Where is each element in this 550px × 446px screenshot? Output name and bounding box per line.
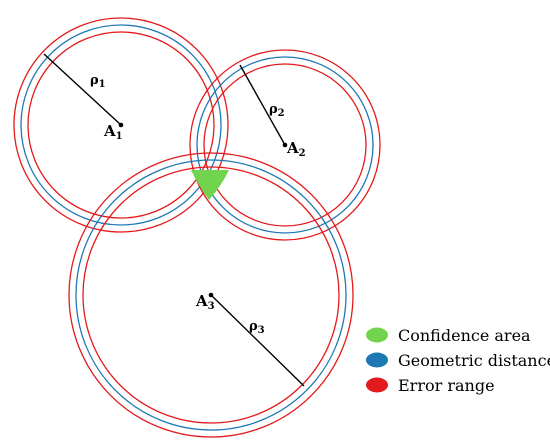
a2-anchor-point — [282, 142, 288, 148]
a3-radius-line — [210, 294, 305, 387]
error-range-swatch — [366, 377, 388, 393]
legend: Confidence area Geometric distance Error… — [366, 326, 550, 395]
a3-label: A3 — [195, 292, 215, 312]
anchor-a1-group — [13, 17, 229, 233]
a3-error-outer-circle — [68, 152, 354, 438]
a1-error-outer-circle — [13, 17, 229, 233]
rho2-label: ρ2 — [269, 102, 285, 119]
confidence-area-triangle — [191, 170, 229, 200]
anchor-a2-group — [189, 49, 381, 241]
a1-anchor-point — [118, 122, 124, 128]
a1-radius-line — [43, 53, 122, 126]
a1-error-inner-circle — [27, 31, 215, 219]
a3-geometric-circle — [75, 159, 347, 431]
a2-radius-line — [239, 64, 286, 146]
confidence-area-swatch — [366, 327, 388, 343]
legend-item-error-range: Error range — [366, 376, 495, 395]
a1-label: A1 — [103, 122, 123, 142]
legend-item-geometric-distance: Geometric distance — [366, 351, 550, 370]
a3-error-inner-circle — [82, 166, 340, 424]
anchor-a3-group — [68, 152, 354, 438]
geometric-distance-swatch — [366, 352, 388, 368]
a3-anchor-point — [208, 292, 214, 298]
legend-item-confidence-area: Confidence area — [366, 326, 531, 345]
legend-label-confidence-area: Confidence area — [398, 326, 531, 345]
a1-geometric-circle — [20, 24, 222, 226]
a2-label: A2 — [286, 139, 306, 159]
legend-label-geometric-distance: Geometric distance — [398, 351, 550, 370]
rho3-label: ρ3 — [249, 319, 265, 336]
a2-geometric-circle — [196, 56, 374, 234]
rho1-label: ρ1 — [90, 73, 106, 90]
legend-label-error-range: Error range — [398, 376, 495, 395]
a2-error-outer-circle — [189, 49, 381, 241]
a2-error-inner-circle — [203, 63, 367, 227]
